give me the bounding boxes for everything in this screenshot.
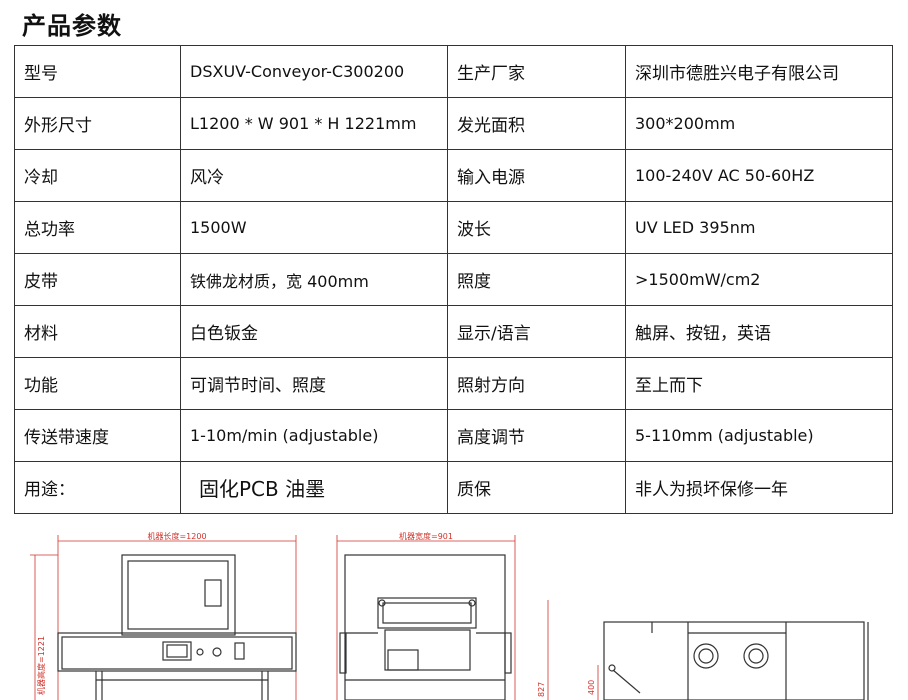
spec-label: 显示/语言 xyxy=(447,305,626,358)
spec-value: 1-10m/min (adjustable) xyxy=(180,409,448,462)
spec-label: 波长 xyxy=(447,201,626,254)
spec-value: 风冷 xyxy=(180,149,448,202)
spec-label: 冷却 xyxy=(14,149,181,202)
table-row: 型号 DSXUV-Conveyor-C300200 生产厂家 深圳市德胜兴电子有… xyxy=(14,45,893,98)
spec-label: 生产厂家 xyxy=(447,45,626,98)
technical-drawing: 机器长度=1200 机器高度=1221 机器宽度=901 827 400 xyxy=(30,531,869,700)
front-length-label: 机器长度=1200 xyxy=(147,531,206,541)
spec-label: 材料 xyxy=(14,305,181,358)
spec-value: L1200 * W 901 * H 1221mm xyxy=(180,97,448,150)
spec-value: 白色钣金 xyxy=(180,305,448,358)
spec-value: >1500mW/cm2 xyxy=(625,253,893,306)
table-row: 外形尺寸 L1200 * W 901 * H 1221mm 发光面积 300*2… xyxy=(14,97,893,150)
page-title: 产品参数 xyxy=(22,12,122,40)
spec-value: 300*200mm xyxy=(625,97,893,150)
spec-label: 型号 xyxy=(14,45,181,98)
spec-label: 外形尺寸 xyxy=(14,97,181,150)
machine-drawings: 机器长度=1200 机器高度=1221 机器宽度=901 827 400 xyxy=(0,525,908,700)
spec-label: 质保 xyxy=(447,461,626,514)
side-width-label: 机器宽度=901 xyxy=(399,531,453,541)
spec-label: 发光面积 xyxy=(447,97,626,150)
spec-value: 可调节时间、照度 xyxy=(180,357,448,410)
front-height-label: 机器高度=1221 xyxy=(36,636,46,695)
spec-value: 非人为损坏保修一年 xyxy=(625,461,893,514)
spec-value: 深圳市德胜兴电子有限公司 xyxy=(625,45,893,98)
spec-label: 照射方向 xyxy=(447,357,626,410)
table-row: 功能 可调节时间、照度 照射方向 至上而下 xyxy=(14,357,893,410)
spec-value: 100-240V AC 50-60HZ xyxy=(625,149,893,202)
spec-value: DSXUV-Conveyor-C300200 xyxy=(180,45,448,98)
spec-label: 传送带速度 xyxy=(14,409,181,462)
spec-value: 1500W xyxy=(180,201,448,254)
spec-value: 固化PCB 油墨 xyxy=(180,461,448,514)
spec-label: 功能 xyxy=(14,357,181,410)
table-row: 用途： 固化PCB 油墨 质保 非人为损坏保修一年 xyxy=(14,461,893,514)
spec-value: 5-110mm (adjustable) xyxy=(625,409,893,462)
side-height-label: 827 xyxy=(537,682,546,697)
spec-label: 皮带 xyxy=(14,253,181,306)
spec-label: 高度调节 xyxy=(447,409,626,462)
spec-table: 型号 DSXUV-Conveyor-C300200 生产厂家 深圳市德胜兴电子有… xyxy=(14,45,893,514)
spec-value: UV LED 395nm xyxy=(625,201,893,254)
table-row: 传送带速度 1-10m/min (adjustable) 高度调节 5-110m… xyxy=(14,409,893,462)
table-row: 总功率 1500W 波长 UV LED 395nm xyxy=(14,201,893,254)
spec-label: 用途： xyxy=(14,461,181,514)
spec-value: 至上而下 xyxy=(625,357,893,410)
front-view-drawing xyxy=(30,535,297,700)
table-row: 冷却 风冷 输入电源 100-240V AC 50-60HZ xyxy=(14,149,893,202)
spec-value: 铁佛龙材质，宽 400mm xyxy=(180,253,448,306)
table-row: 材料 白色钣金 显示/语言 触屏、按钮，英语 xyxy=(14,305,893,358)
spec-label: 总功率 xyxy=(14,201,181,254)
spec-value: 触屏、按钮，英语 xyxy=(625,305,893,358)
spec-label: 照度 xyxy=(447,253,626,306)
table-row: 皮带 铁佛龙材质，宽 400mm 照度 >1500mW/cm2 xyxy=(14,253,893,306)
rear-height-label: 400 xyxy=(587,680,596,695)
spec-label: 输入电源 xyxy=(447,149,626,202)
side-view-drawing xyxy=(336,535,549,700)
rear-view-drawing xyxy=(597,621,869,700)
